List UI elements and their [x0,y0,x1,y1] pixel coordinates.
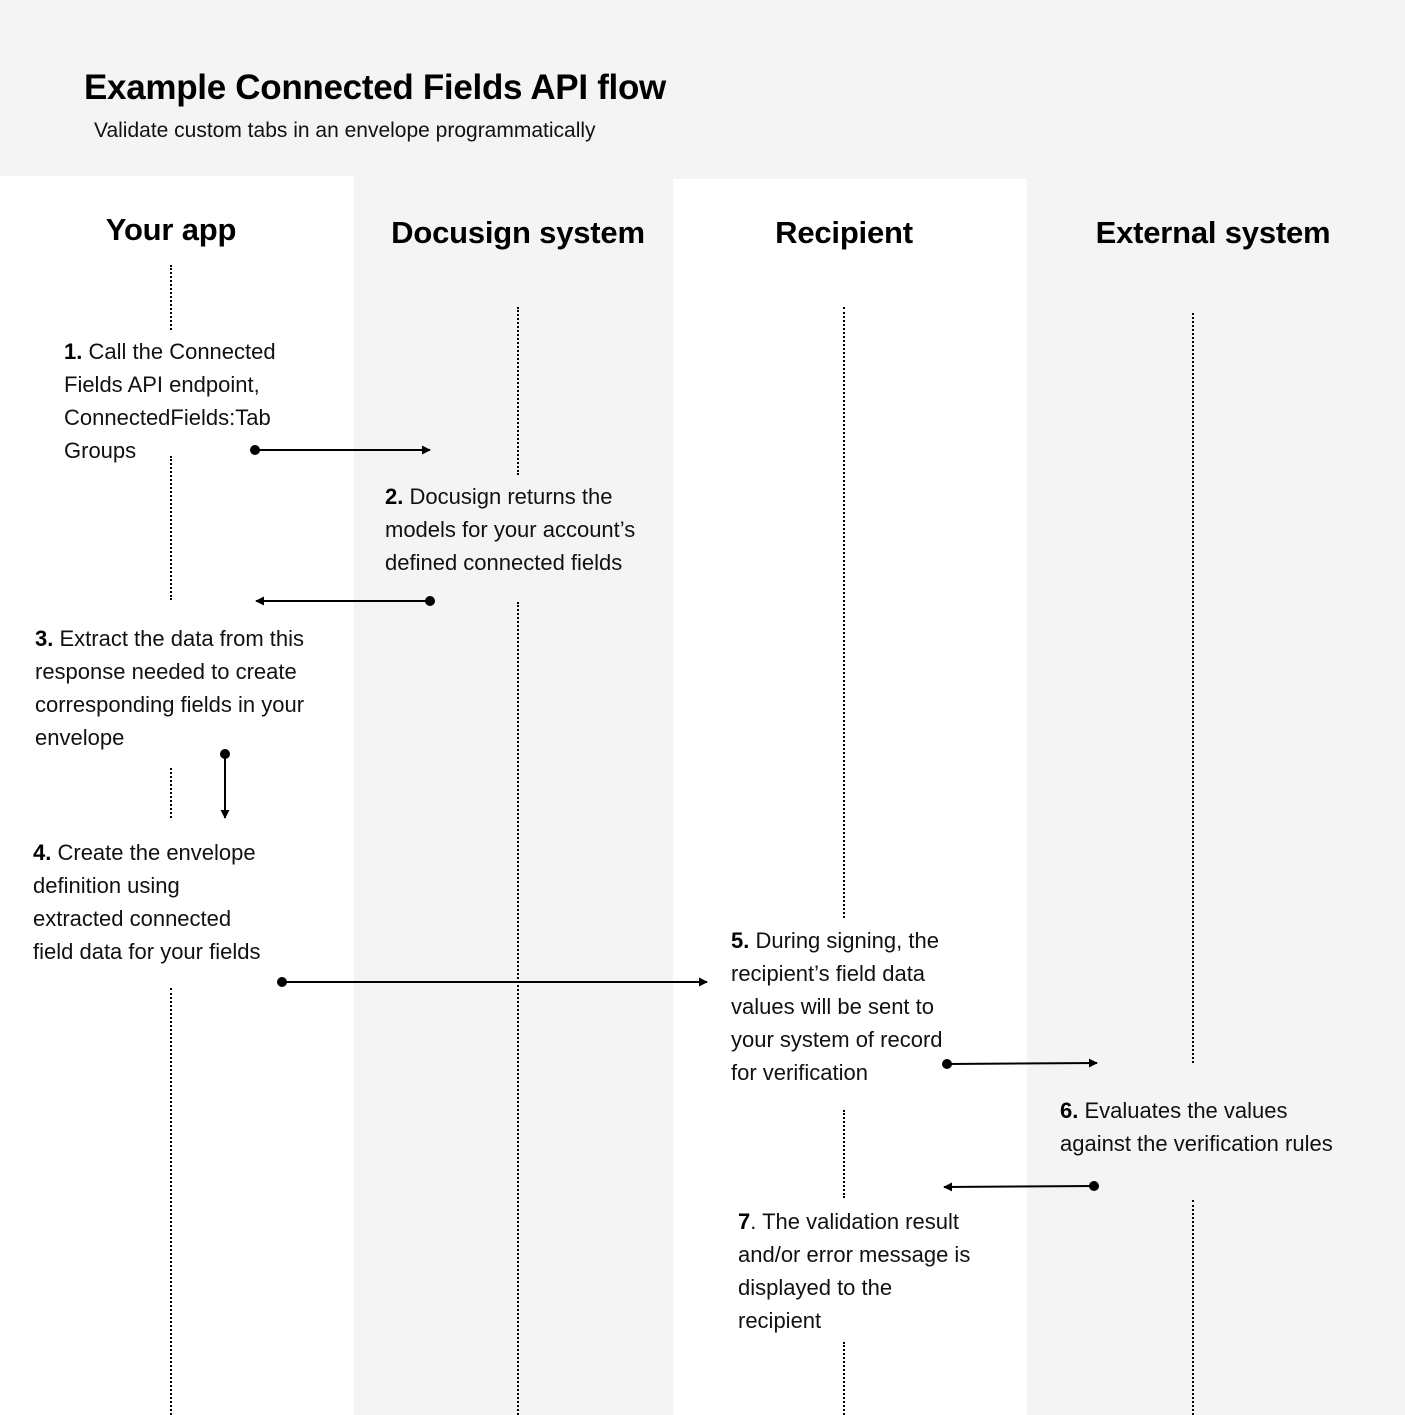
lifeline-recipient [843,307,845,918]
step-number: 6. [1060,1098,1079,1123]
lifeline-recipient [843,1342,845,1415]
step-text: corresponding fields in your [35,692,305,717]
step-number: 7 [738,1209,751,1234]
step-text: definition using [33,873,180,898]
arrow-step1-to-docusign [250,445,431,455]
step-5: 5. During signing, the recipient’s field… [731,924,991,1089]
lane-title-recipient: Recipient [775,215,913,250]
lane-title-your-app: Your app [105,212,237,247]
step-text: recipient [738,1308,822,1333]
step-number: 1. [64,339,83,364]
lifeline-your-app [170,265,172,330]
step-text: defined connected fields [385,550,623,575]
step-2: 2. Docusign returns the models for your … [385,480,675,579]
step-text: Docusign returns the [409,484,613,509]
step-text: . The validation result [750,1209,959,1234]
step-number: 3. [35,626,54,651]
step-text: Call the Connected [88,339,276,364]
step-6: 6. Evaluates the values against the veri… [1060,1094,1400,1160]
step-text: Create the envelope [57,840,256,865]
step-text: for verification [731,1060,868,1085]
step-text: response needed to create [35,659,297,684]
lane-title-external-system: External system [1095,215,1331,250]
step-3: 3. Extract the data from this response n… [35,622,355,754]
step-text: field data for your fields [33,939,261,964]
step-text: Extract the data from this [59,626,305,651]
step-number: 2. [385,484,404,509]
diagram-title: Example Connected Fields API flow [84,68,666,107]
step-text: ConnectedFields:Tab [64,405,271,430]
step-7: 7. The validation result and/or error me… [738,1205,1018,1337]
step-text: Fields API endpoint, [64,372,260,397]
step-text: recipient’s field data [731,961,926,986]
lane-title-docusign-system: Docusign system [391,215,645,250]
lane-bg-your-app [0,176,354,1415]
step-text: against the verification rules [1060,1131,1333,1156]
step-number: 5. [731,928,750,953]
lifeline-your-app [170,768,172,818]
lifeline-recipient [843,1110,845,1198]
diagram-subtitle: Validate custom tabs in an envelope prog… [94,119,596,142]
step-1: 1. Call the Connected Fields API endpoin… [64,335,314,467]
arrow-docusign-to-your-app [255,596,435,606]
step-text: During signing, the [755,928,939,953]
step-text: envelope [35,725,125,750]
arrow-recipient-to-external [942,1058,1098,1069]
step-text: models for your account’s [385,517,636,542]
lifeline-your-app [170,988,172,1415]
step-number: 4. [33,840,52,865]
arrow-step3-down [220,749,230,819]
step-text: Groups [64,438,137,463]
lifeline-external-system [1192,1200,1194,1415]
step-text: your system of record [731,1027,943,1052]
lifeline-external-system [1192,313,1194,1063]
step-text: and/or error message is [738,1242,971,1267]
step-4: 4. Create the envelope definition using … [33,836,313,968]
step-text: extracted connected [33,906,232,931]
arrow-external-to-recipient [943,1181,1099,1192]
step-text: displayed to the [738,1275,893,1300]
lane-bg-recipient [673,179,1027,1415]
lifeline-your-app [170,456,172,600]
arrow-your-app-to-recipient [277,977,708,987]
lifeline-docusign-system [517,307,519,475]
step-text: Evaluates the values [1084,1098,1288,1123]
lifeline-docusign-system [517,602,519,1415]
step-text: values will be sent to [731,994,934,1019]
